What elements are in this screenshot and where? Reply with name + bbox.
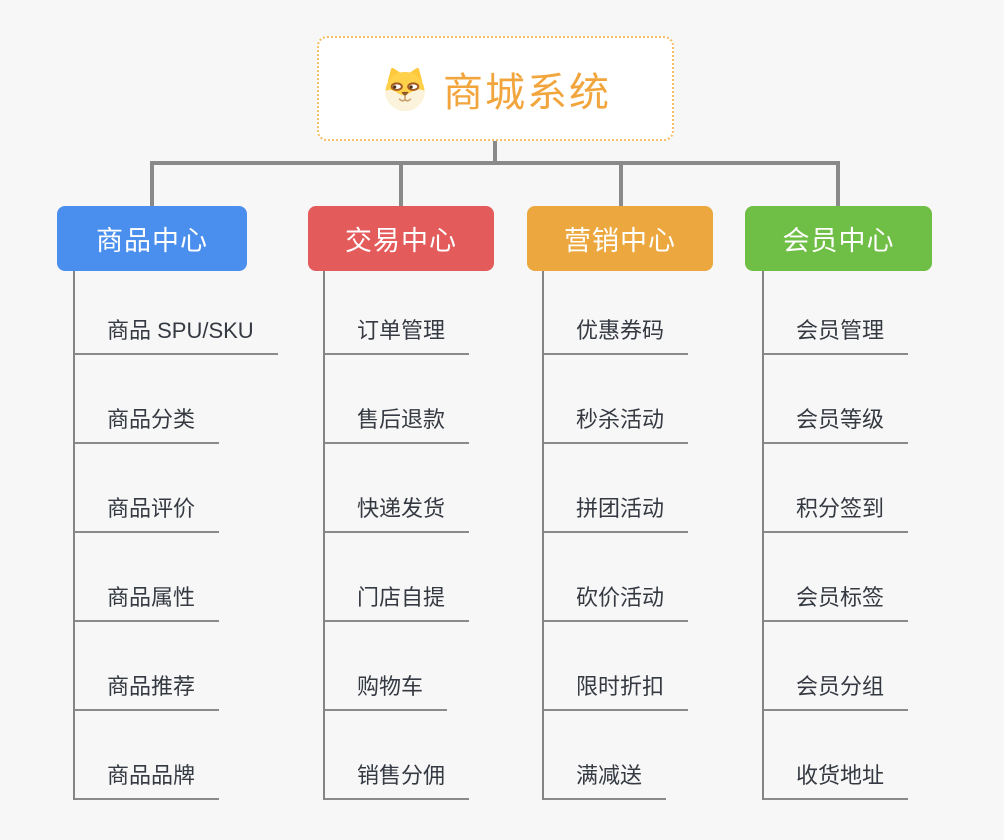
connector-drop-product [150,161,154,207]
branch-node-member-center[interactable]: 会员中心 [745,206,932,271]
leaf-node[interactable]: 拼团活动 [544,491,689,533]
leaf-node[interactable]: 购物车 [325,669,448,711]
root-title: 商城系统 [443,70,611,115]
leaf-node[interactable]: 砍价活动 [544,580,689,622]
leaf-node[interactable]: 快递发货 [325,491,470,533]
leaf-node[interactable]: 商品分类 [75,402,220,444]
dog-face-icon [380,64,430,114]
connector-root-stem [493,141,497,165]
leaf-node[interactable]: 销售分佣 [325,758,470,800]
connector-drop-marketing [619,161,623,207]
root-node[interactable]: 商城系统 [317,36,674,141]
branch-node-marketing-center[interactable]: 营销中心 [527,206,713,271]
leaf-node[interactable]: 收货地址 [764,758,909,800]
leaf-node[interactable]: 优惠券码 [544,313,689,355]
connector-bus [150,161,840,165]
leaf-node[interactable]: 积分签到 [764,491,909,533]
leaf-node[interactable]: 商品品牌 [75,758,220,800]
leaf-node[interactable]: 会员分组 [764,669,909,711]
branch-children-marketing-center: 优惠券码 秒杀活动 拼团活动 砍价活动 限时折扣 满减送 [542,271,689,800]
leaf-node[interactable]: 商品属性 [75,580,220,622]
branch-children-member-center: 会员管理 会员等级 积分签到 会员标签 会员分组 收货地址 [762,271,909,800]
leaf-node[interactable]: 会员管理 [764,313,909,355]
leaf-node[interactable]: 售后退款 [325,402,470,444]
leaf-node[interactable]: 门店自提 [325,580,470,622]
leaf-node[interactable]: 商品 SPU/SKU [75,313,278,355]
leaf-node[interactable]: 商品评价 [75,491,220,533]
connector-drop-trade [399,161,403,207]
leaf-node[interactable]: 会员等级 [764,402,909,444]
leaf-node[interactable]: 商品推荐 [75,669,220,711]
connector-drop-member [836,161,840,207]
branch-children-product-center: 商品 SPU/SKU 商品分类 商品评价 商品属性 商品推荐 商品品牌 [73,271,278,800]
leaf-node[interactable]: 订单管理 [325,313,470,355]
branch-node-trade-center[interactable]: 交易中心 [308,206,494,271]
leaf-node[interactable]: 会员标签 [764,580,909,622]
branch-children-trade-center: 订单管理 售后退款 快递发货 门店自提 购物车 销售分佣 [323,271,470,800]
leaf-node[interactable]: 限时折扣 [544,669,689,711]
leaf-node[interactable]: 满减送 [544,758,667,800]
branch-node-product-center[interactable]: 商品中心 [57,206,247,271]
leaf-node[interactable]: 秒杀活动 [544,402,689,444]
